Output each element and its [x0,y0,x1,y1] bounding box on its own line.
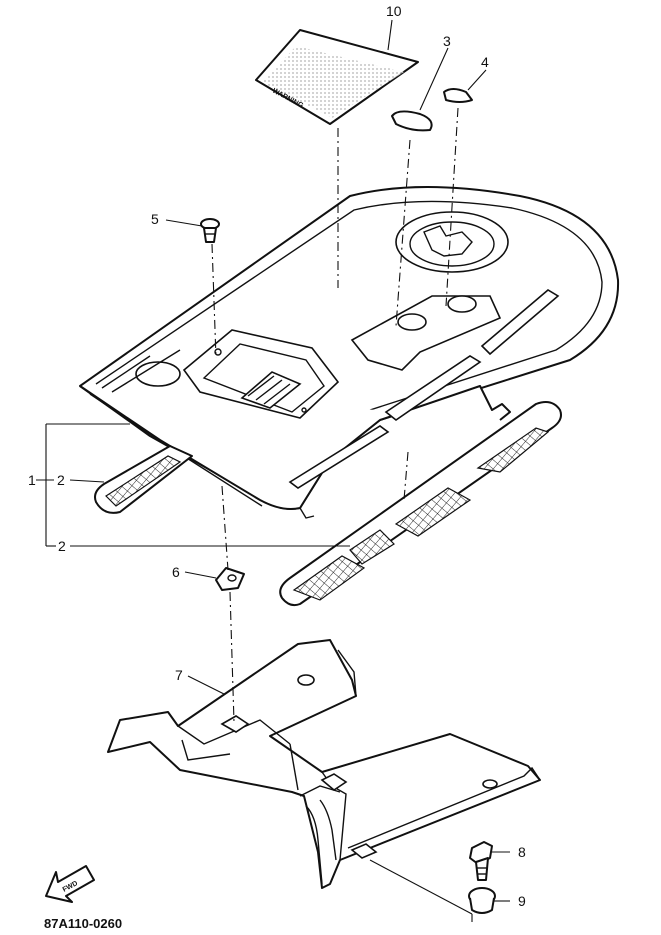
part-number-labels: 10 3 4 5 1 2 2 6 7 8 9 [28,3,526,909]
forward-arrow-icon: FWD [45,865,95,903]
leader-lines [36,19,510,922]
warning-decal: WARNING [255,29,419,125]
label-part-4: 4 [481,54,489,70]
screw-part-5 [200,218,220,243]
label-part-9: 9 [518,893,526,909]
label-part-8: 8 [518,844,526,860]
grommet-part-9 [468,887,496,914]
seat-cover-body [79,186,620,519]
cap-part-4 [443,88,473,103]
label-part-3: 3 [443,33,451,49]
label-part-7: 7 [175,667,183,683]
label-part-5: 5 [151,211,159,227]
clip-nut-part-6 [215,567,245,591]
cap-part-3 [391,110,433,132]
bracket-part-7 [107,639,541,889]
grille-part-2-right [279,401,562,607]
label-part-1: 1 [28,472,36,488]
grille-part-2-left [94,445,193,514]
label-part-6: 6 [172,564,180,580]
label-part-2-left: 2 [57,472,65,488]
label-part-2-right: 2 [58,538,66,554]
assembly-center-lines [211,107,459,723]
label-part-10: 10 [386,3,402,19]
drawing-code: 87A110-0260 [44,916,122,931]
bolt-part-8 [469,841,493,881]
